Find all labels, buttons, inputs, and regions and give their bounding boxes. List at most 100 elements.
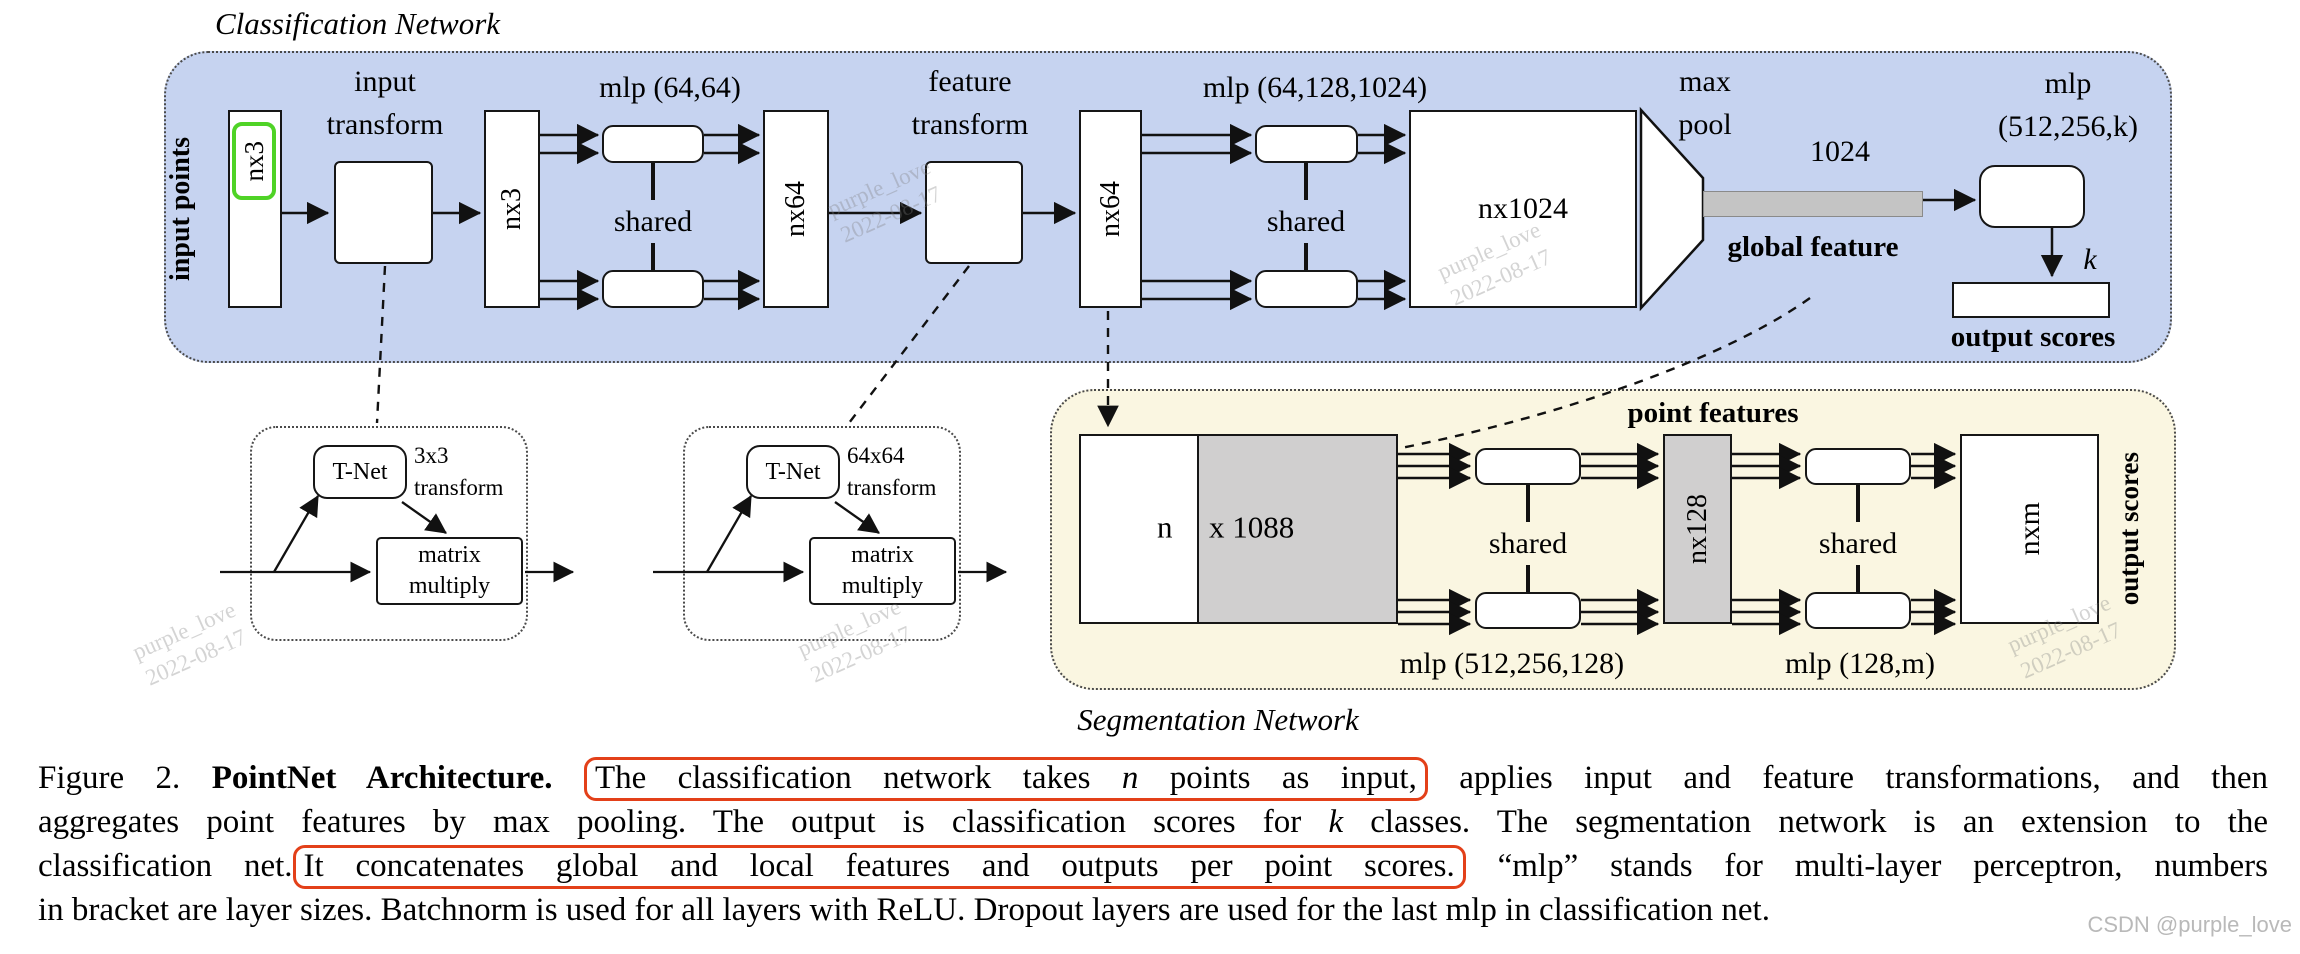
global-feature-bar	[1703, 191, 1923, 217]
mlp2-shared-bottom-box	[1255, 270, 1358, 308]
nx128-box: nx128	[1663, 434, 1732, 624]
caption-text: Figure 2.	[38, 760, 212, 796]
nx1024-box: nx1024	[1409, 110, 1637, 308]
feature-transform-box	[925, 161, 1023, 264]
caption-text: applies input and feature transformation…	[1427, 760, 2268, 796]
k-label: k	[2083, 243, 2097, 276]
tnet2-transform-line2: transform	[847, 475, 937, 500]
tnet2-box-label: T-Net	[765, 458, 821, 485]
caption-text: n	[1121, 760, 1139, 796]
nx64-box-b: nx64	[1079, 110, 1142, 308]
seg-mlp2-label: mlp (128,m)	[1785, 647, 1935, 680]
caption-text: aggregates point features by max pooling…	[38, 804, 1329, 840]
input-points-box: nx3	[228, 110, 282, 308]
caption-text: k	[1328, 804, 1344, 840]
tnet1-region	[250, 426, 528, 641]
max-pool-label-line2: pool	[1678, 108, 1732, 141]
nx64-box-a-label: nx64	[780, 181, 811, 237]
nxm-box: nxm	[1960, 434, 2099, 624]
annotation-box: The classification network takes n point…	[583, 757, 1428, 801]
input-transform-box	[334, 161, 433, 264]
tnet2-matrix-line2: multiply	[841, 573, 924, 599]
n-label: n	[1157, 509, 1173, 545]
input-points-text: input points	[164, 137, 196, 281]
tnet1-transform-line2: transform	[414, 475, 504, 500]
caption-line: in bracket are layer sizes. Batchnorm is…	[38, 888, 2268, 932]
mlp3-label: mlp (512,256,k)	[1958, 62, 2178, 148]
x1088-label: x 1088	[1209, 509, 1295, 545]
mlp1-shared-label: shared	[598, 200, 708, 243]
caption-text: PointNet Architecture.	[211, 760, 553, 796]
tnet2-region	[683, 426, 961, 641]
tnet1-matrix-multiply-box: matrix multiply	[376, 537, 523, 605]
output-scores-label: output scores	[1950, 321, 2116, 353]
caption-text: in bracket are layer sizes. Batchnorm is…	[38, 892, 1770, 928]
caption-line: aggregates point features by max pooling…	[38, 800, 2268, 844]
caption-text: classification net.	[38, 848, 293, 884]
tnet1-matrix-line1: matrix	[418, 542, 481, 568]
tnet1-box: T-Net	[313, 445, 407, 499]
input-points-label: input points	[160, 110, 200, 308]
nxm-label: nxm	[2012, 502, 2046, 556]
input-transform-label: input transform	[300, 60, 470, 146]
tnet1-transform-label: 3x3 transform	[414, 440, 534, 504]
feature-transform-label: feature transform	[884, 60, 1056, 146]
mlp2-label: mlp (64,128,1024)	[1202, 71, 1428, 104]
mlp2-shared-label: shared	[1251, 200, 1361, 243]
input-transform-label-line2: transform	[326, 108, 444, 141]
mlp3-label-line1: mlp	[2044, 67, 2092, 100]
seg-mlp2-shared-label: shared	[1803, 522, 1913, 565]
caption-text: “mlp” stands for multi-layer perceptron,…	[1465, 848, 2268, 884]
caption-text: points as input,	[1138, 760, 1417, 796]
tnet1-matrix-multiply-label: matrix multiply	[409, 540, 490, 602]
caption-text: The classification network takes	[594, 760, 1122, 796]
watermark: purple_love 2022-08-17	[128, 595, 252, 693]
caption-line: classification net. It concatenates globa…	[38, 844, 2268, 889]
point-features-box: n x 1088	[1079, 434, 1398, 624]
nx64-box-a: nx64	[763, 110, 829, 308]
output-scores-box	[1952, 282, 2110, 318]
mlp1-label: mlp (64,64)	[599, 71, 741, 104]
mlp2-shared-top-box	[1255, 125, 1358, 163]
seg-output-scores-text: output scores	[2113, 452, 2144, 606]
caption-text: It concatenates global and local feature…	[303, 848, 1455, 884]
mlp3-label-line2: (512,256,k)	[1998, 110, 2138, 143]
tnet2-transform-label: 64x64 transform	[847, 440, 977, 504]
caption-line: Figure 2. PointNet Architecture. The cla…	[38, 756, 2268, 801]
seg-output-scores-label: output scores	[2103, 434, 2155, 624]
bar-size-label: 1024	[1810, 135, 1870, 168]
tnet2-matrix-multiply-label: matrix multiply	[842, 540, 923, 602]
tnet2-transform-line1: 64x64	[847, 443, 905, 468]
feature-transform-label-line1: feature	[928, 65, 1012, 98]
tnet1-transform-line1: 3x3	[414, 443, 449, 468]
nx64-box-b-label: nx64	[1094, 181, 1126, 237]
csdn-watermark: CSDN @purple_love	[2087, 912, 2292, 937]
classification-title: Classification Network	[215, 6, 501, 41]
tnet1-matrix-line2: multiply	[408, 573, 491, 599]
seg-mlp1-shared-label: shared	[1473, 522, 1583, 565]
mlp3-box	[1979, 165, 2085, 228]
seg-mlp1-label: mlp (512,256,128)	[1399, 647, 1625, 680]
tnet2-box: T-Net	[746, 445, 840, 499]
tnet2-matrix-multiply-box: matrix multiply	[809, 537, 956, 605]
nx3-box: nx3	[484, 110, 540, 308]
seg-mlp1-shared-bottom-box	[1475, 592, 1581, 629]
seg-mlp2-shared-bottom-box	[1805, 592, 1911, 629]
nx128-label: nx128	[1681, 494, 1713, 564]
seg-mlp1-shared-top-box	[1475, 448, 1581, 485]
nx1024-label: nx1024	[1478, 192, 1568, 225]
global-feature-label: global feature	[1727, 231, 1899, 263]
mlp1-shared-bottom-box	[602, 270, 704, 308]
max-pool-label-line1: max	[1679, 65, 1731, 98]
point-features-gray-block	[1197, 436, 1396, 622]
segmentation-title: Segmentation Network	[1077, 702, 1359, 737]
seg-mlp2-shared-top-box	[1805, 448, 1911, 485]
nx3-box-label: nx3	[496, 188, 527, 230]
max-pool-label: max pool	[1630, 60, 1780, 146]
input-transform-label-line1: input	[354, 65, 416, 98]
mlp1-shared-top-box	[602, 125, 704, 163]
tnet2-matrix-line1: matrix	[851, 542, 914, 568]
annotation-box: It concatenates global and local feature…	[292, 845, 1466, 889]
caption-text	[553, 760, 584, 796]
